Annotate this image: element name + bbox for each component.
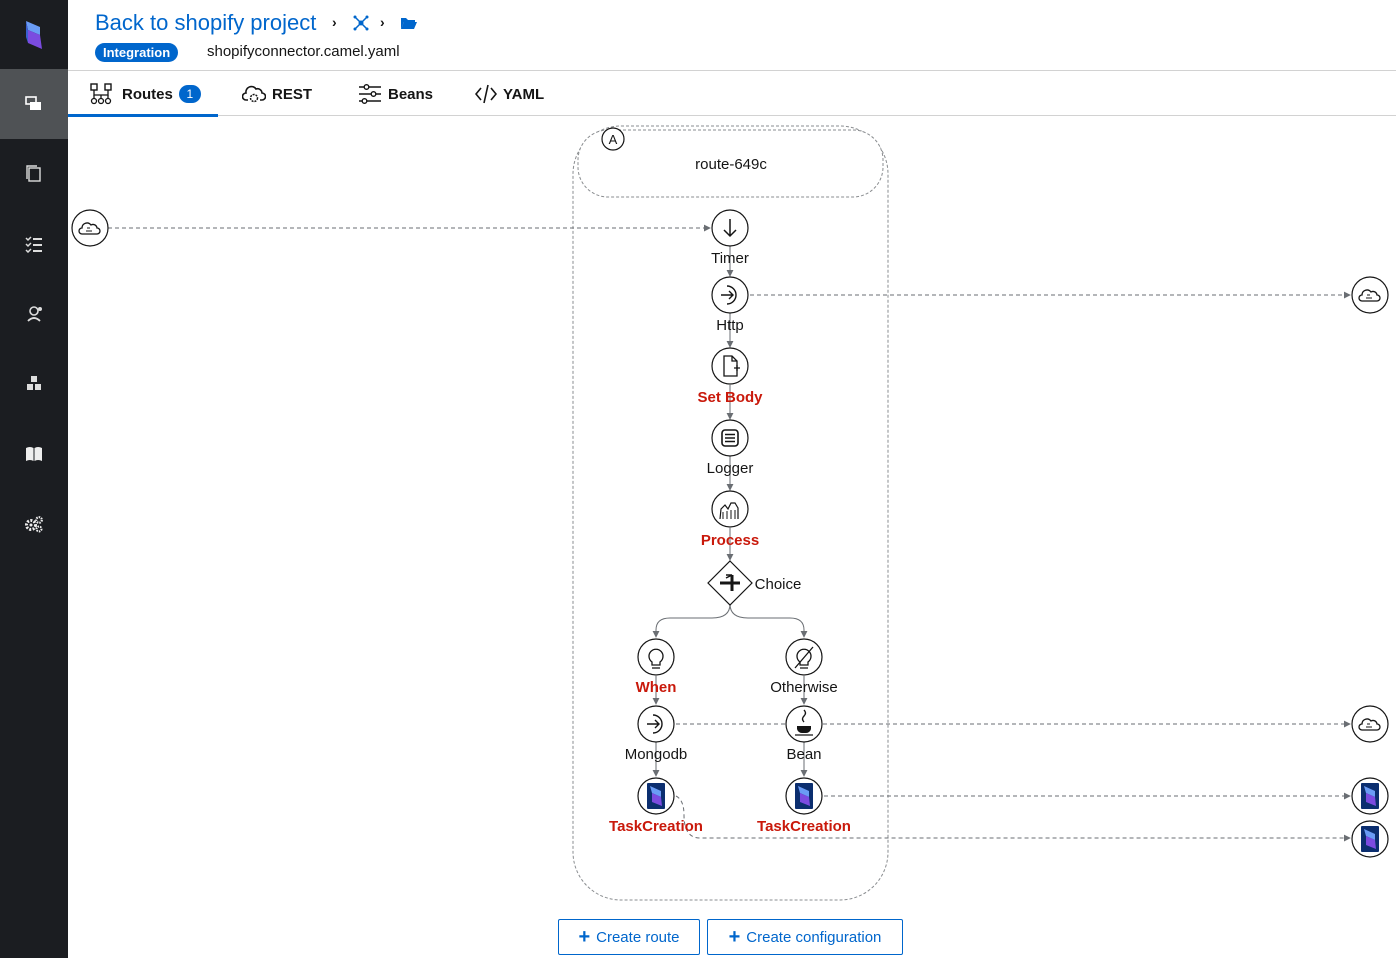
when-node[interactable] (637, 638, 675, 676)
tab-routes[interactable]: Routes 1 (68, 72, 218, 117)
folder-open-icon[interactable] (400, 16, 418, 35)
beans-icon (359, 84, 381, 104)
settings-icon (25, 516, 43, 533)
cubes-icon (27, 376, 41, 390)
task-creation-left-label: TaskCreation (609, 818, 703, 835)
arrow-down-icon (723, 219, 737, 238)
timer-node[interactable] (711, 209, 749, 247)
external-mongodb-endpoint-node[interactable] (1351, 705, 1389, 743)
sidebar-item-copy[interactable] (0, 139, 68, 209)
sidebar-item-knowledge[interactable] (0, 279, 68, 349)
sidebar-item-tasks[interactable] (0, 209, 68, 279)
when-label: When (636, 679, 677, 696)
tab-yaml-label: YAML (503, 85, 545, 103)
file-add-icon (723, 355, 740, 377)
create-configuration-button[interactable]: + Create configuration (707, 919, 903, 955)
choice-node[interactable] (707, 560, 753, 606)
tab-yaml[interactable]: YAML (475, 72, 544, 116)
http-label: Http (716, 317, 744, 334)
external-kamelet-endpoint-node[interactable] (1351, 777, 1389, 815)
tab-beans-label: Beans (388, 85, 434, 103)
kaoto-kamelet-icon (1361, 826, 1379, 852)
code-icon (475, 84, 497, 104)
choice-branch-icon (720, 574, 740, 591)
kaoto-kamelet-icon (647, 783, 665, 809)
logger-node[interactable] (711, 419, 749, 457)
lightbulb-off-icon (794, 646, 814, 669)
create-route-button[interactable]: + Create route (558, 919, 700, 955)
sign-in-icon (647, 714, 663, 734)
tab-rest-label: REST (272, 85, 313, 103)
breadcrumb-separator-icon: › (380, 14, 385, 30)
designer-tabs: Routes 1 REST Beans YAML (68, 72, 1396, 117)
tab-routes-label: Routes (122, 85, 173, 103)
tab-rest[interactable]: REST (242, 72, 312, 116)
bean-node[interactable] (785, 705, 823, 743)
book-icon (26, 447, 42, 461)
external-http-endpoint-node[interactable] (1351, 276, 1389, 314)
task-creation-left-node[interactable] (637, 777, 675, 815)
tasks-list-icon (25, 236, 42, 253)
mongodb-label: Mongodb (625, 746, 688, 763)
set-body-label: Set Body (697, 389, 763, 406)
routes-count-badge: 1 (178, 85, 201, 103)
task-creation-right-node[interactable] (785, 777, 823, 815)
kaoto-kamelet-icon (1361, 783, 1379, 809)
sidebar-item-docs[interactable] (0, 419, 68, 489)
process-label: Process (701, 532, 759, 549)
sidebar-item-integrations[interactable] (0, 69, 68, 139)
app-sidebar (0, 0, 68, 958)
timer-label: Timer (711, 250, 749, 267)
camel-icon (719, 502, 739, 520)
knowledge-icon (27, 306, 42, 322)
route-header-box[interactable] (577, 129, 884, 198)
app-logo (0, 0, 68, 69)
choice-label: Choice (755, 576, 802, 593)
routes-icon (90, 83, 112, 105)
logger-label: Logger (707, 460, 754, 477)
otherwise-node[interactable] (785, 638, 823, 676)
bean-label: Bean (786, 746, 821, 763)
external-source-node[interactable] (71, 209, 109, 247)
integrations-icon (25, 96, 41, 110)
tab-beans[interactable]: Beans (358, 72, 433, 116)
task-creation-right-label: TaskCreation (757, 818, 851, 835)
create-configuration-label: Create configuration (746, 928, 882, 946)
process-node[interactable] (711, 490, 749, 528)
list-icon (721, 429, 739, 447)
http-node[interactable] (711, 276, 749, 314)
sign-in-icon (721, 285, 737, 305)
otherwise-label: Otherwise (770, 679, 838, 696)
lightbulb-icon (648, 648, 664, 669)
back-to-project-link[interactable]: Back to shopify project (95, 10, 317, 35)
java-cup-icon (795, 709, 813, 736)
mongodb-node[interactable] (637, 705, 675, 743)
copy-icon (26, 165, 41, 182)
page-header: Back to shopify project › › Integration … (68, 0, 1396, 71)
external-kamelet-endpoint-node[interactable] (1351, 820, 1389, 858)
plus-icon: + (728, 926, 741, 948)
create-route-label: Create route (596, 928, 680, 946)
integration-badge: Integration (95, 43, 179, 62)
cloud-rest-icon (242, 85, 266, 103)
plus-icon: + (578, 926, 591, 948)
breadcrumb-separator-icon: › (332, 14, 337, 30)
sidebar-item-settings[interactable] (0, 489, 68, 559)
sidebar-item-cubes[interactable] (0, 349, 68, 419)
kaoto-kamelet-icon (795, 783, 813, 809)
integration-crumb-icon[interactable] (352, 15, 370, 36)
file-name: shopifyconnector.camel.yaml (207, 43, 400, 60)
set-body-node[interactable] (711, 347, 749, 385)
